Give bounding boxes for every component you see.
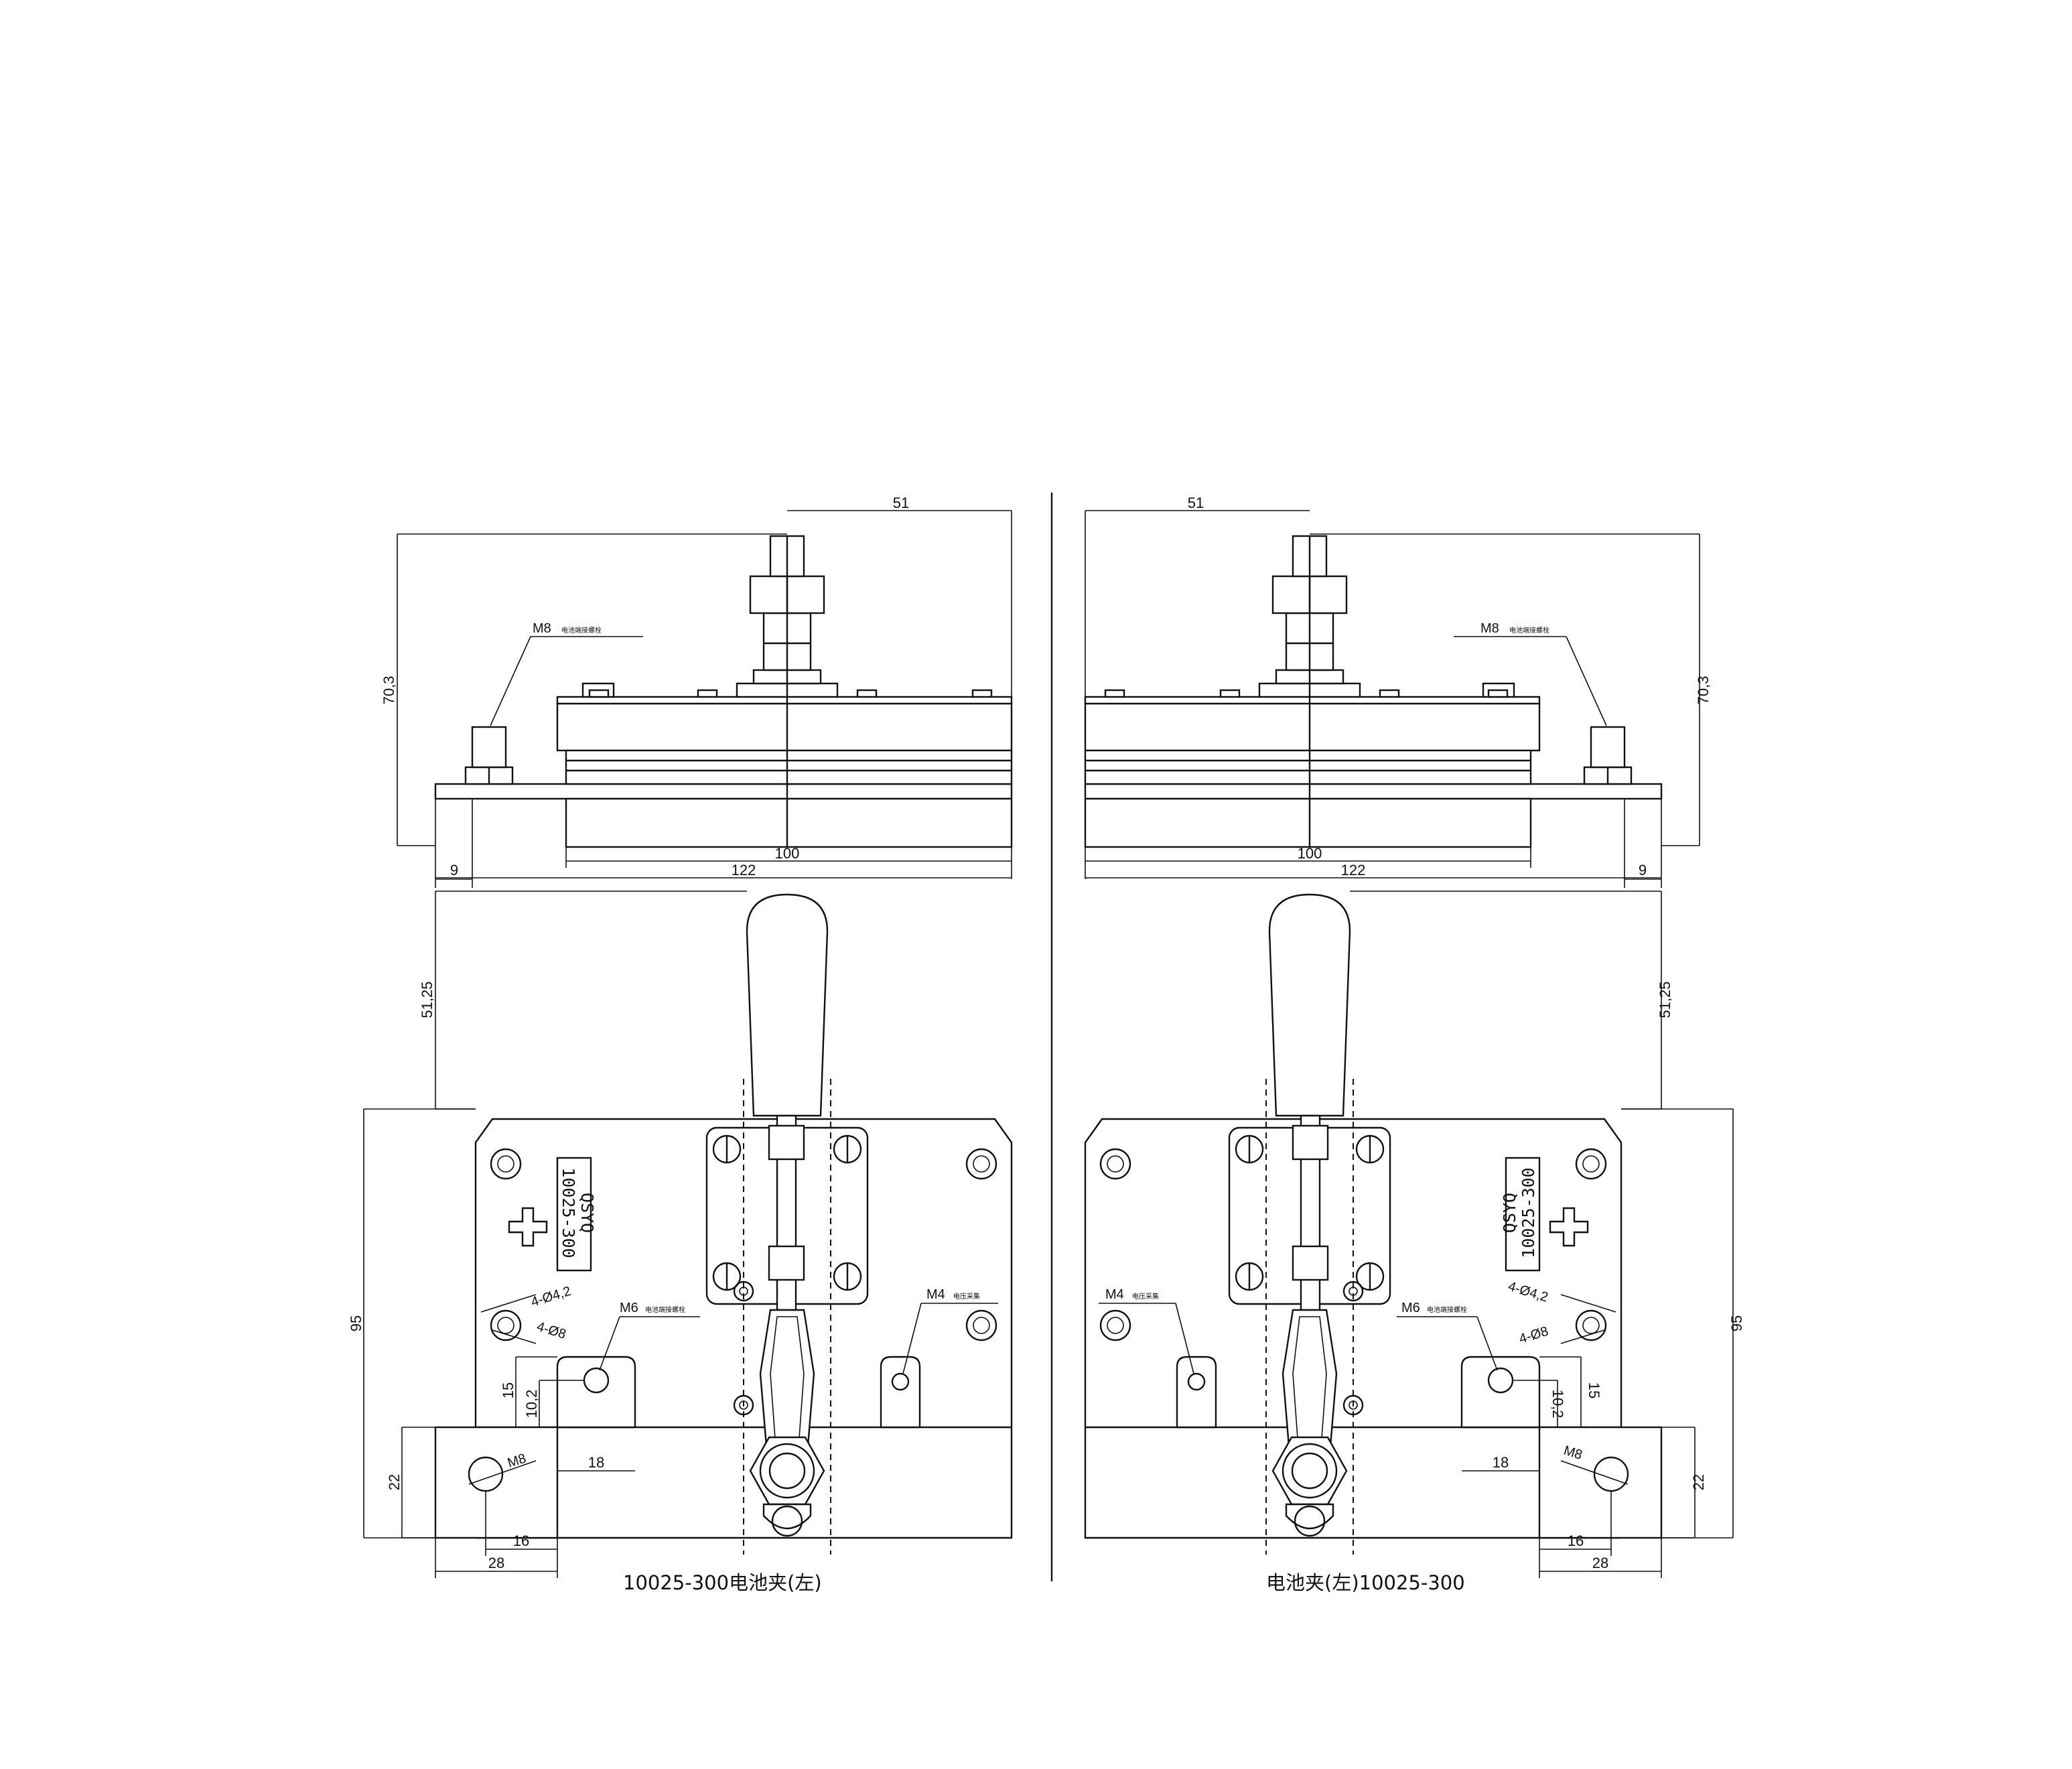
dim-inner-width: 100 <box>775 845 800 862</box>
dim-top-offset: 51 <box>893 495 909 511</box>
dim-body-height: 95 <box>348 1315 364 1331</box>
dim-handle-height: 51,25 <box>419 981 435 1018</box>
note-m8-bolt-sub: 电池端接螺栓 <box>1509 626 1549 635</box>
note-m4: M4 <box>926 1287 945 1302</box>
note-m6: M6 <box>620 1301 638 1315</box>
left-view: 51 70,3 100 122 9 M8 电池端接螺栓 51,25 95 22 … <box>348 495 1013 1594</box>
dim-tab-width: 28 <box>1592 1555 1608 1571</box>
dim-tab-height: 22 <box>1690 1474 1707 1490</box>
dim-tab-width: 28 <box>488 1555 504 1571</box>
dim-edge: 9 <box>450 862 458 878</box>
note-m8-bolt-sub: 电池端接螺栓 <box>561 626 602 635</box>
dim-overall-width: 122 <box>1341 862 1366 878</box>
marking-line1: QSYQ <box>1500 1193 1519 1233</box>
marking-line2: 10025-300 <box>1519 1167 1538 1258</box>
note-m8-bolt: M8 <box>1480 621 1499 636</box>
note-m8-bolt: M8 <box>533 621 551 636</box>
note-m6-sub: 电池端接螺栓 <box>645 1305 685 1314</box>
dim-slot-width: 18 <box>1493 1454 1509 1471</box>
dim-height: 70,3 <box>381 676 397 705</box>
dim-tab-hole: 16 <box>513 1532 529 1549</box>
dim-edge: 9 <box>1639 862 1647 878</box>
marking-line2: 10025-300 <box>559 1167 578 1258</box>
dim-slot-height: 15 <box>500 1382 516 1398</box>
caption-left: 10025-300电池夹(左) <box>623 1571 822 1594</box>
dim-inner-width: 100 <box>1298 845 1322 862</box>
caption-right: 电池夹(左)10025-300 <box>1266 1571 1465 1594</box>
dim-overall-width: 122 <box>732 862 756 878</box>
marking-line1: QSYQ <box>577 1193 597 1233</box>
dim-slot-height: 15 <box>1586 1382 1602 1398</box>
note-m4-sub: 电压采集 <box>1132 1292 1159 1301</box>
left-view-geometry <box>362 509 1013 1579</box>
dim-height: 70,3 <box>1695 676 1712 705</box>
right-view: 51 70,3 100 122 9 M8 电池端接螺栓 51,25 95 22 … <box>1084 495 1745 1594</box>
dim-slot-hole: 10,2 <box>523 1390 540 1419</box>
dim-body-height: 95 <box>1728 1315 1745 1331</box>
right-view-geometry <box>1084 509 1734 1579</box>
note-m4-sub: 电压采集 <box>953 1292 980 1301</box>
dim-slot-hole: 10,2 <box>1549 1390 1566 1419</box>
dim-tab-hole: 16 <box>1568 1532 1584 1549</box>
dim-top-offset: 51 <box>1188 495 1204 511</box>
note-m6: M6 <box>1401 1301 1420 1315</box>
note-m4: M4 <box>1105 1287 1124 1302</box>
dim-handle-height: 51,25 <box>1657 981 1673 1018</box>
dim-slot-width: 18 <box>588 1454 604 1471</box>
dim-tab-height: 22 <box>386 1474 403 1490</box>
note-m6-sub: 电池端接螺栓 <box>1427 1305 1467 1314</box>
